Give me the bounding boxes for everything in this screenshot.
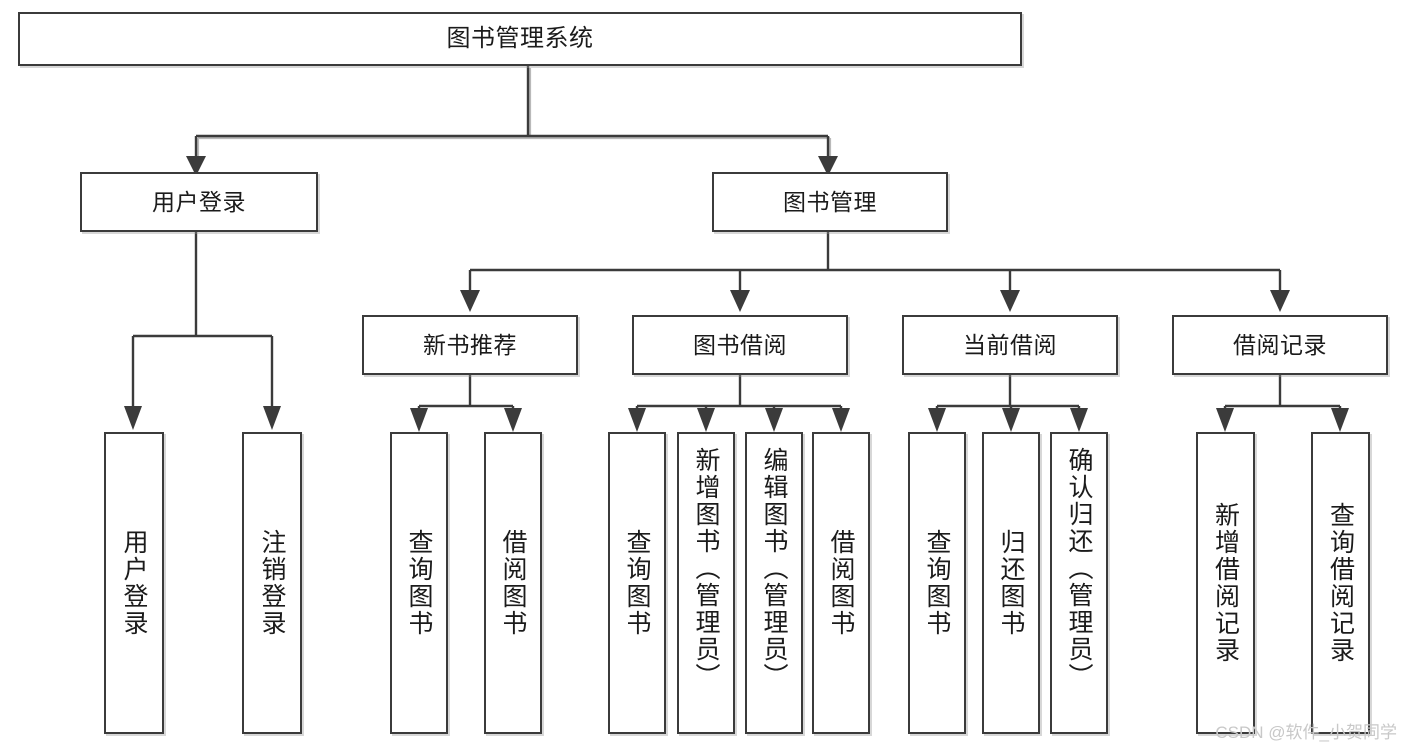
node-label: 当前借阅	[963, 331, 1057, 358]
node-label: 查询借阅记录	[1326, 502, 1355, 664]
leaf-current-confirm-return-admin[interactable]: 确认归还（管理员）	[1050, 432, 1108, 734]
node-label: 查询图书	[623, 529, 651, 637]
node-label: 新书推荐	[423, 331, 517, 358]
node-label: 新增借阅记录	[1211, 502, 1240, 664]
node-label: 归还图书	[997, 529, 1025, 637]
node-label: 图书借阅	[693, 331, 787, 358]
leaf-current-return-book[interactable]: 归还图书	[982, 432, 1040, 734]
node-current-borrow[interactable]: 当前借阅	[902, 315, 1118, 375]
node-label: 编辑图书（管理员）	[760, 447, 788, 690]
node-new-book-recommend[interactable]: 新书推荐	[362, 315, 578, 375]
node-book-borrow[interactable]: 图书借阅	[632, 315, 848, 375]
node-label: 查询图书	[923, 529, 951, 637]
leaf-recommend-query-book[interactable]: 查询图书	[390, 432, 448, 734]
node-label: 图书管理	[783, 188, 877, 215]
node-label: 借阅图书	[827, 529, 855, 637]
node-label: 借阅图书	[499, 529, 527, 637]
node-label: 查询图书	[405, 529, 433, 637]
node-label: 用户登录	[152, 188, 246, 215]
node-label: 注销登录	[258, 529, 286, 637]
node-label: 用户登录	[120, 529, 148, 637]
leaf-borrow-add-book-admin[interactable]: 新增图书（管理员）	[677, 432, 735, 734]
node-book-management[interactable]: 图书管理	[712, 172, 948, 232]
leaf-recommend-borrow-book[interactable]: 借阅图书	[484, 432, 542, 734]
leaf-user-login[interactable]: 用户登录	[104, 432, 164, 734]
leaf-record-add-borrow-record[interactable]: 新增借阅记录	[1196, 432, 1255, 734]
node-borrow-record[interactable]: 借阅记录	[1172, 315, 1388, 375]
node-label: 借阅记录	[1233, 331, 1327, 358]
node-label: 图书管理系统	[446, 25, 594, 52]
leaf-user-logout[interactable]: 注销登录	[242, 432, 302, 734]
node-user-login[interactable]: 用户登录	[80, 172, 318, 232]
csdn-watermark: CSDN @软件_小贺同学	[1215, 723, 1397, 742]
leaf-record-query-borrow-record[interactable]: 查询借阅记录	[1311, 432, 1370, 734]
leaf-borrow-edit-book-admin[interactable]: 编辑图书（管理员）	[745, 432, 803, 734]
node-label: 确认归还（管理员）	[1065, 447, 1093, 690]
leaf-current-query-book[interactable]: 查询图书	[908, 432, 966, 734]
node-label: 新增图书（管理员）	[692, 447, 720, 690]
leaf-borrow-borrow-book[interactable]: 借阅图书	[812, 432, 870, 734]
leaf-borrow-query-book[interactable]: 查询图书	[608, 432, 666, 734]
node-root-book-management-system[interactable]: 图书管理系统	[18, 12, 1022, 66]
